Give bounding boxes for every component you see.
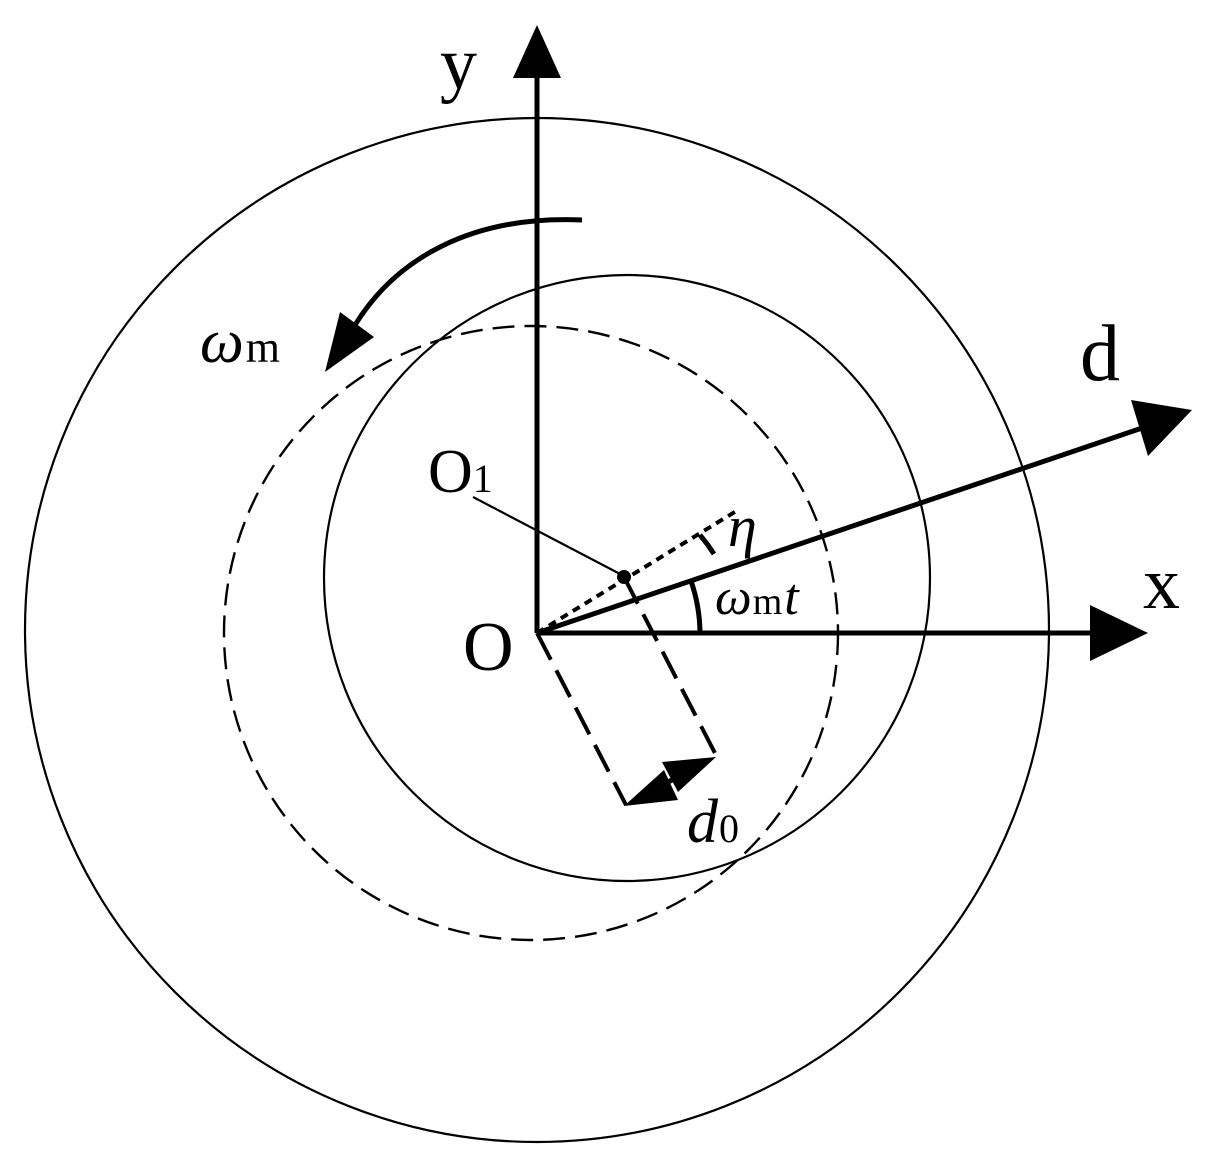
inner-circle bbox=[322, 273, 932, 883]
omega-m-main: ω bbox=[200, 308, 244, 376]
d0-sub: 0 bbox=[719, 806, 739, 851]
rotation-arrowhead bbox=[325, 312, 374, 372]
omega-t-sub: m bbox=[753, 581, 783, 623]
d-axis-label: d bbox=[1080, 310, 1120, 398]
x-axis-label: x bbox=[1143, 543, 1180, 625]
eta-direction-line bbox=[535, 508, 740, 635]
o1-leader-line bbox=[472, 496, 623, 576]
omega-t-main: ω bbox=[715, 569, 752, 626]
eta-angle-arc bbox=[698, 533, 717, 556]
d-axis-arrowhead bbox=[1131, 400, 1192, 456]
o1-label-sub: 1 bbox=[473, 456, 493, 501]
omega-m-sub: m bbox=[246, 323, 280, 372]
d-axis-line bbox=[536, 424, 1146, 636]
x-axis-arrowhead bbox=[1090, 605, 1148, 661]
d0-arrowhead-left bbox=[624, 770, 678, 806]
rotation-arc bbox=[352, 217, 583, 327]
eta-label: η bbox=[728, 494, 757, 559]
omega-m-label: ωm bbox=[200, 308, 280, 376]
d0-main: d bbox=[687, 788, 719, 856]
d0-extension-line-1 bbox=[535, 632, 628, 806]
omega-t-label: ωmt bbox=[715, 569, 800, 626]
o1-label-main: O bbox=[428, 438, 473, 506]
omega-t-t: t bbox=[784, 569, 800, 626]
omega-t-angle-arc bbox=[688, 580, 703, 634]
d0-arrowhead-right bbox=[662, 757, 716, 792]
d0-extension-line-2 bbox=[622, 576, 719, 758]
d0-label: d0 bbox=[687, 788, 739, 856]
o1-label: O1 bbox=[428, 438, 493, 506]
y-axis-arrowhead bbox=[513, 25, 561, 78]
y-axis-label: y bbox=[440, 23, 477, 105]
origin-label: O bbox=[463, 609, 514, 686]
